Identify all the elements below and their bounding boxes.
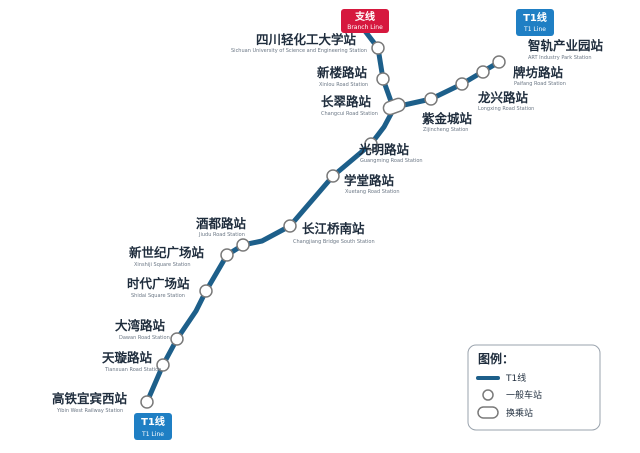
station-changjiang-bridge-south[interactable]: 长江桥南站 Changjiang Bridge South Station — [283, 219, 375, 245]
svg-text:长翠路站: 长翠路站 — [321, 94, 372, 109]
badge-t1-top-en: T1 Line — [523, 26, 546, 33]
svg-text:Guangming Road Station: Guangming Road Station — [360, 158, 423, 164]
station-xinlou-road[interactable]: 新楼路站 Xinlou Road Station — [317, 65, 390, 88]
station-changcui-road-interchange[interactable]: 长翠路站 Changcui Road Station — [321, 94, 407, 117]
svg-text:Paifang Road Station: Paifang Road Station — [514, 81, 566, 87]
station-art-industry-park[interactable]: 智轨产业园站 ART Industry Park Station — [492, 38, 604, 69]
svg-text:时代广场站: 时代广场站 — [127, 276, 190, 291]
svg-text:Dawan Road Station: Dawan Road Station — [119, 335, 170, 341]
station-jiudu-road[interactable]: 酒都路站 Jiudu Road Station — [196, 216, 250, 252]
svg-text:智轨产业园站: 智轨产业园站 — [527, 38, 604, 53]
station-paifang-road[interactable]: 牌坊路站 Paifang Road Station — [476, 65, 566, 87]
legend-item-station: 一般车站 — [506, 389, 542, 401]
station-tianxuan-road[interactable]: 天璇路站 Tianxuan Road Station — [102, 350, 170, 373]
svg-text:龙兴路站: 龙兴路站 — [477, 90, 529, 105]
svg-text:四川轻化工大学站: 四川轻化工大学站 — [256, 32, 357, 47]
svg-text:天璇路站: 天璇路站 — [102, 350, 153, 365]
svg-text:Xuetang Road Station: Xuetang Road Station — [345, 189, 400, 195]
svg-text:Longxing Road Station: Longxing Road Station — [478, 106, 534, 112]
svg-text:Xinlou Road Station: Xinlou Road Station — [319, 82, 368, 88]
svg-text:牌坊路站: 牌坊路站 — [513, 65, 564, 80]
svg-text:ART Industry Park Station: ART Industry Park Station — [528, 55, 592, 61]
station-longxing-road[interactable]: 龙兴路站 Longxing Road Station — [455, 77, 534, 112]
badge-t1-bottom-zh: T1线 — [141, 415, 165, 428]
svg-text:高铁宜宾西站: 高铁宜宾西站 — [52, 391, 128, 406]
legend-item-interchange: 换乘站 — [506, 407, 533, 419]
badge-t1-bottom: T1线 T1 Line — [134, 413, 172, 440]
svg-text:光明路站: 光明路站 — [358, 142, 410, 157]
badge-t1-bottom-en: T1 Line — [141, 431, 164, 438]
svg-text:Jiudu Road Station: Jiudu Road Station — [198, 232, 245, 238]
svg-text:酒都路站: 酒都路站 — [196, 216, 247, 231]
svg-text:Sichuan University of Science: Sichuan University of Science and Engine… — [231, 48, 367, 54]
svg-text:Tianxuan Road Station: Tianxuan Road Station — [104, 367, 161, 373]
svg-text:Changcui Road Station: Changcui Road Station — [321, 111, 378, 117]
svg-text:新世纪广场站: 新世纪广场站 — [129, 245, 205, 260]
svg-text:学堂路站: 学堂路站 — [344, 173, 395, 188]
legend-title: 图例： — [478, 351, 514, 366]
legend-interchange-symbol — [477, 406, 499, 419]
svg-text:Xinshiji Square Station: Xinshiji Square Station — [134, 262, 190, 268]
legend-station-symbol — [482, 389, 494, 401]
station-xinshiji-square[interactable]: 新世纪广场站 Xinshiji Square Station — [129, 245, 234, 268]
svg-text:紫金城站: 紫金城站 — [422, 111, 473, 126]
station-yibin-west[interactable]: 高铁宜宾西站 Yibin West Railway Station — [52, 391, 154, 414]
station-zijincheng[interactable]: 紫金城站 Zijincheng Station — [422, 92, 473, 133]
badge-branch: 支线 Branch Line — [341, 9, 389, 33]
legend: 图例： T1线 一般车站 换乘站 — [467, 344, 601, 431]
branch-line-track — [362, 28, 396, 110]
station-shidai-square[interactable]: 时代广场站 Shidai Square Station — [127, 276, 213, 299]
svg-text:Changjiang Bridge South Statio: Changjiang Bridge South Station — [293, 239, 375, 245]
badge-branch-zh: 支线 — [354, 10, 375, 23]
svg-text:长江桥南站: 长江桥南站 — [302, 221, 365, 236]
svg-text:大湾路站: 大湾路站 — [115, 318, 166, 333]
station-xuetang-road[interactable]: 学堂路站 Xuetang Road Station — [326, 169, 400, 195]
station-dawan-road[interactable]: 大湾路站 Dawan Road Station — [115, 318, 184, 346]
badge-t1-top: T1线 T1 Line — [516, 9, 554, 36]
svg-text:新楼路站: 新楼路站 — [317, 65, 368, 80]
svg-text:Shidai Square Station: Shidai Square Station — [131, 293, 185, 299]
svg-text:Yibin West Railway Station: Yibin West Railway Station — [56, 408, 123, 414]
legend-item-line: T1线 — [505, 372, 526, 384]
badge-t1-top-zh: T1线 — [523, 11, 547, 24]
station-sichuan-univ-sci-eng[interactable]: 四川轻化工大学站 Sichuan University of Science a… — [231, 32, 385, 55]
svg-text:Zijincheng Station: Zijincheng Station — [423, 127, 468, 133]
badge-branch-en: Branch Line — [347, 24, 383, 31]
station-guangming-road[interactable]: 光明路站 Guangming Road Station — [358, 137, 423, 164]
